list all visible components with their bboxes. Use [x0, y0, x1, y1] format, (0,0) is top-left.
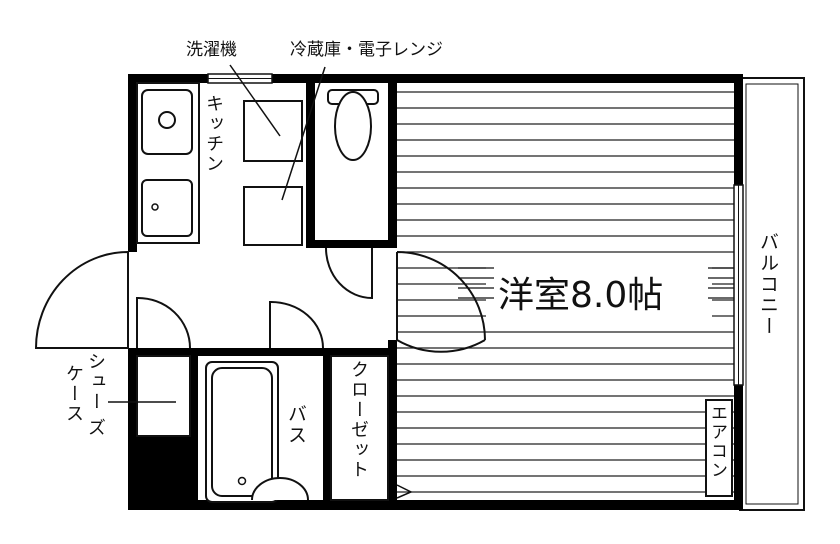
- bath-label: バス: [285, 404, 307, 446]
- balcony-inner: [745, 83, 799, 505]
- room-door: [396, 251, 486, 353]
- closet: [330, 355, 389, 501]
- western-room-label: 洋室8.0帖: [498, 275, 663, 316]
- room-label-ticks: [458, 267, 734, 299]
- washer-label: 洗濯機: [186, 40, 237, 60]
- interior-walls: [128, 74, 397, 510]
- bath-drain: [237, 476, 247, 486]
- kitchen-label: キッチン: [203, 94, 224, 174]
- fridge-label: 冷蔵庫・電子レンジ: [290, 40, 443, 60]
- room-label-bg: [486, 256, 712, 320]
- closet-door-mark: [396, 484, 413, 499]
- balcony: [739, 77, 805, 511]
- stove-burner: [151, 203, 159, 211]
- toilet-bowl: [334, 91, 372, 161]
- entrance-door: [34, 250, 129, 349]
- shoe-case-label-2: ズ: [85, 418, 106, 438]
- toilet-door: [325, 247, 373, 300]
- closet-label: クローゼット: [348, 360, 369, 480]
- shoe-case: [136, 355, 191, 437]
- shoe-case-label-1: シュー: [85, 352, 106, 412]
- aircon-label: エアコン: [707, 404, 727, 480]
- shoe-case-label-3: ケース: [63, 364, 84, 424]
- bathtub-inner: [211, 367, 273, 497]
- balcony-label: バルコニー: [757, 232, 779, 337]
- toilet-seat-arc: [251, 477, 309, 501]
- washer-space: [243, 100, 303, 162]
- fridge-leader: [281, 66, 326, 201]
- aircon: [705, 399, 733, 497]
- fridge-space: [243, 186, 303, 246]
- stove: [141, 179, 193, 237]
- sink-drain: [158, 111, 176, 129]
- bath-door: [269, 300, 324, 349]
- washer-leader: [229, 64, 281, 137]
- inner-door-left: [136, 296, 191, 349]
